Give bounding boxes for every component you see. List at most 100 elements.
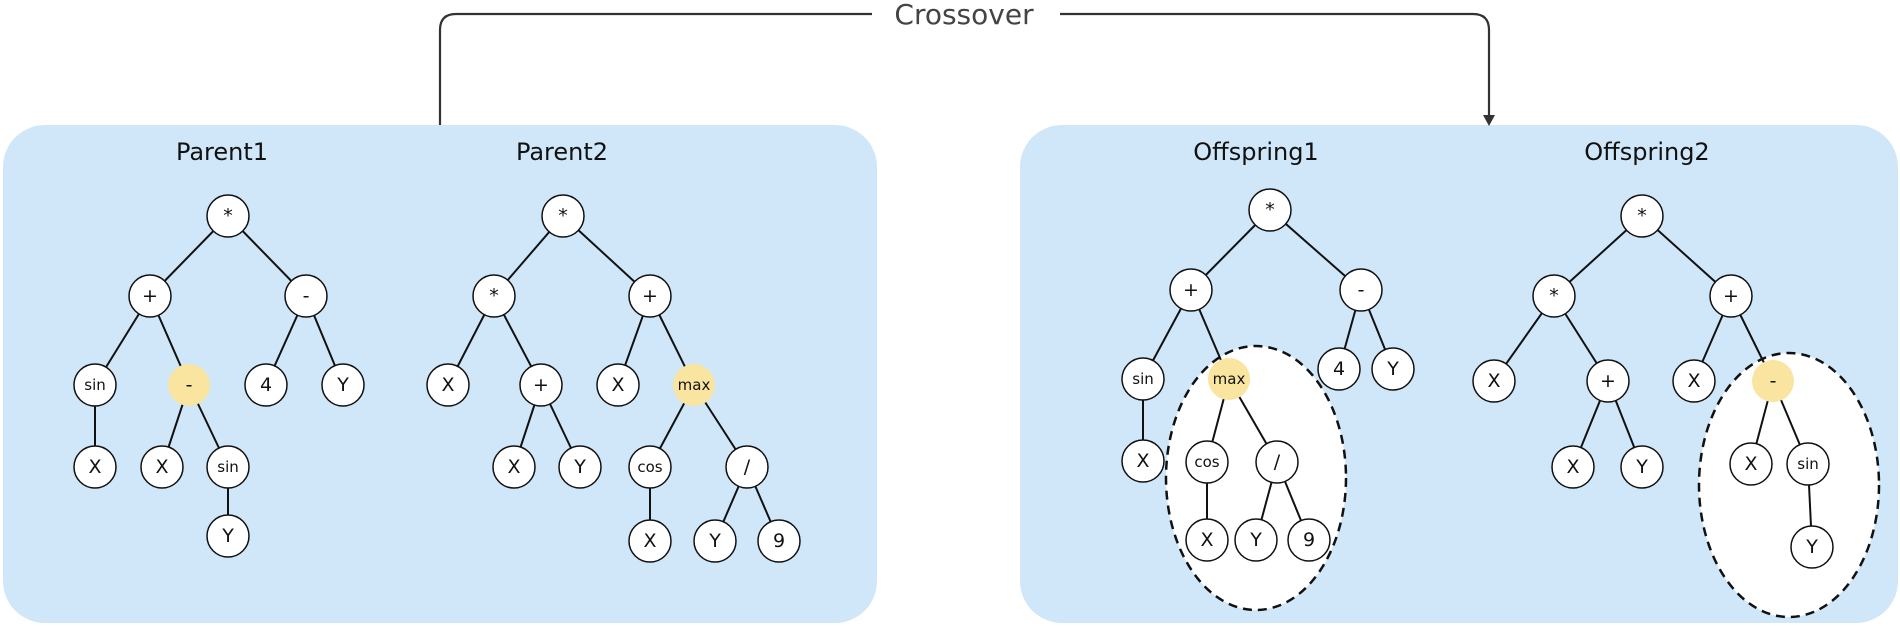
node-label: +: [533, 374, 549, 396]
node-circle: [140, 445, 184, 489]
node-label: max: [678, 376, 711, 394]
tree-node-o2_10: X: [1729, 442, 1773, 486]
node-label: 9: [773, 530, 785, 552]
node-label: 9: [1303, 529, 1315, 551]
tree-node-p2_4: X: [426, 363, 470, 407]
node-circle: [472, 274, 516, 318]
tree-node-p1_8: X: [73, 445, 117, 489]
node-label: X: [611, 374, 624, 396]
tree-node-p1_7: Y: [321, 363, 365, 407]
highlighted-node-circle: [1752, 360, 1794, 402]
node-label: 4: [1333, 358, 1345, 380]
swapped-subtree-outline-offspring2: [1697, 351, 1881, 619]
node-circle: [492, 445, 536, 489]
tree-node-o1_6: 4: [1317, 347, 1361, 391]
node-circle: [558, 445, 602, 489]
tree-node-o1_2: +: [1169, 268, 1213, 312]
node-circle: [206, 194, 250, 238]
tree-node-o2_1: *: [1620, 194, 1664, 238]
node-label: X: [1487, 370, 1500, 392]
node-circle: [128, 274, 172, 318]
node-label: Y: [708, 530, 721, 552]
node-label: X: [1687, 370, 1700, 392]
tree-node-p1_2: +: [128, 274, 172, 318]
node-circle: [1248, 188, 1292, 232]
node-label: *: [1549, 285, 1559, 307]
node-label: Y: [221, 525, 234, 547]
tree-node-o1_7: Y: [1371, 347, 1415, 391]
node-label: X: [643, 530, 656, 552]
tree-node-p1_11: Y: [206, 514, 250, 558]
tree-node-o2_9: Y: [1620, 445, 1664, 489]
tree-node-o1_10: /: [1255, 440, 1299, 484]
node-circle: [73, 363, 117, 407]
tree-node-o1_1: *: [1248, 188, 1292, 232]
node-label: cos: [1194, 453, 1219, 471]
tree-title-parent2: Parent2: [516, 138, 608, 166]
tree-node-o2_5: +: [1586, 359, 1630, 403]
node-label: -: [303, 285, 310, 307]
tree-title-parent1: Parent1: [176, 138, 268, 166]
node-circle: [1586, 359, 1630, 403]
node-label: Y: [573, 456, 586, 478]
node-label: +: [142, 285, 158, 307]
tree-node-p1_4: sin: [73, 363, 117, 407]
node-label: Y: [1249, 529, 1262, 551]
node-circle: [1790, 525, 1834, 569]
node-label: X: [88, 456, 101, 478]
arrowhead-icon: [1483, 115, 1495, 126]
node-circle: [1255, 440, 1299, 484]
tree-node-o1_9: cos: [1185, 440, 1229, 484]
tree-node-p2_1: *: [541, 194, 585, 238]
highlighted-node-circle: [168, 364, 210, 406]
tree-node-p1_9: X: [140, 445, 184, 489]
node-label: -: [186, 374, 193, 396]
node-circle: [1287, 518, 1331, 562]
node-label: +: [1600, 370, 1616, 392]
node-label: X: [155, 456, 168, 478]
node-label: X: [1744, 453, 1757, 475]
tree-node-p1_3: -: [284, 274, 328, 318]
node-circle: [1729, 442, 1773, 486]
tree-node-p2_13: Y: [693, 519, 737, 563]
node-label: *: [1637, 205, 1647, 227]
node-circle: [519, 363, 563, 407]
node-label: X: [1200, 529, 1213, 551]
node-circle: [244, 363, 288, 407]
tree-node-p2_7: max: [673, 364, 715, 406]
node-circle: [541, 194, 585, 238]
node-label: X: [1566, 456, 1579, 478]
tree-node-o2_2: *: [1532, 274, 1576, 318]
highlighted-node-circle: [1208, 358, 1250, 400]
tree-node-p2_11: /: [725, 445, 769, 489]
tree-node-p2_3: +: [628, 274, 672, 318]
node-label: +: [1183, 279, 1199, 301]
node-label: Y: [1635, 456, 1648, 478]
node-label: *: [558, 205, 568, 227]
node-circle: [725, 445, 769, 489]
node-label: *: [489, 285, 499, 307]
tree-node-o1_3: -: [1339, 268, 1383, 312]
node-circle: [1620, 445, 1664, 489]
tree-node-p1_5: -: [168, 364, 210, 406]
node-circle: [1185, 440, 1229, 484]
node-circle: [206, 445, 250, 489]
node-circle: [1169, 268, 1213, 312]
highlighted-node-circle: [673, 364, 715, 406]
tree-node-o1_11: X: [1185, 518, 1229, 562]
tree-title-offspring1: Offspring1: [1193, 138, 1318, 166]
node-circle: [628, 445, 672, 489]
node-label: Y: [1805, 536, 1818, 558]
tree-node-p2_8: X: [492, 445, 536, 489]
node-circle: [206, 514, 250, 558]
node-circle: [321, 363, 365, 407]
tree-node-o2_4: X: [1472, 359, 1516, 403]
tree-node-p1_1: *: [206, 194, 250, 238]
tree-node-o2_3: +: [1709, 274, 1753, 318]
node-circle: [1234, 518, 1278, 562]
node-circle: [1472, 359, 1516, 403]
tree-node-o1_13: 9: [1287, 518, 1331, 562]
node-circle: [1532, 274, 1576, 318]
